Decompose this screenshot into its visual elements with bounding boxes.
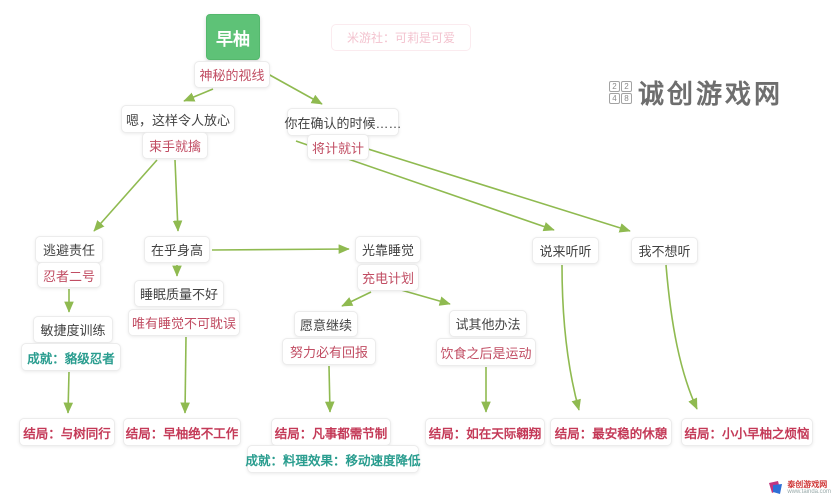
node-ending-rest: 结局：最安稳的休憩 [550,418,672,446]
node-sleep-first: 唯有睡觉不可耽误 [128,309,240,336]
node-while-confirming: 你在确认的时候…… [285,108,402,136]
node-reassuring: 嗯，这样令人放心 [121,105,235,133]
node-tell-me: 说来听听 [532,237,599,264]
node-evade-duty: 逃避责任 [35,236,103,263]
corner-watermark-title: 泰创游戏网 [787,479,828,489]
node-mysterious-gaze: 神秘的视线 [194,61,270,88]
node-ending-worries: 结局：小小早柚之烦恼 [681,418,813,446]
site-logo: 2 2 4 8 诚创游戏网 [609,74,783,111]
node-ending-moderation: 结局：凡事都需节制 [271,418,391,446]
node-ninja-no2: 忍者二号 [37,262,101,288]
node-achievement-tanuki: 成就：貉级忍者 [21,343,121,371]
node-dont-want-hear: 我不想听 [631,237,698,264]
node-ending-tree: 结局：与树同行 [19,418,115,446]
node-ending-soar: 结局：如在天际翱翔 [425,418,545,446]
corner-watermark: 泰创游戏网 www.tainda.com [768,479,831,496]
node-willing-continue: 愿意继续 [294,311,358,337]
logo-grid-cell: 4 [609,93,620,104]
logo-grid-cell: 8 [621,93,632,104]
node-charging-plan: 充电计划 [357,264,419,291]
node-poor-sleep: 睡眠质量不好 [134,280,224,307]
node-faded-watermark: 米游社：可莉是可爱 [331,24,471,51]
node-agility-training: 敏捷度训练 [33,316,113,343]
logo-2048-grid-icon: 2 2 4 8 [609,81,632,104]
node-height-matters: 在乎身高 [144,236,210,263]
node-diet-then-exercise: 饮食之后是运动 [436,338,536,366]
node-effort-rewarded: 努力必有回报 [282,338,376,365]
node-try-other-ways: 试其他办法 [449,310,527,337]
logo-grid-cell: 2 [609,81,620,92]
corner-watermark-url: www.tainda.com [787,489,831,496]
node-surrender: 束手就擒 [142,132,208,159]
node-ending-no-work: 结局：早柚绝不工作 [123,418,241,446]
site-logo-text: 诚创游戏网 [638,79,784,109]
corner-watermark-icon [769,481,783,495]
logo-grid-cell: 2 [621,81,632,92]
node-counter-plan: 将计就计 [307,134,369,160]
node-achievement-cooking: 成就：料理效果：移动速度降低 [246,445,421,473]
node-sayu-root: 早柚 [206,14,260,60]
node-only-sleeping: 光靠睡觉 [355,236,421,263]
